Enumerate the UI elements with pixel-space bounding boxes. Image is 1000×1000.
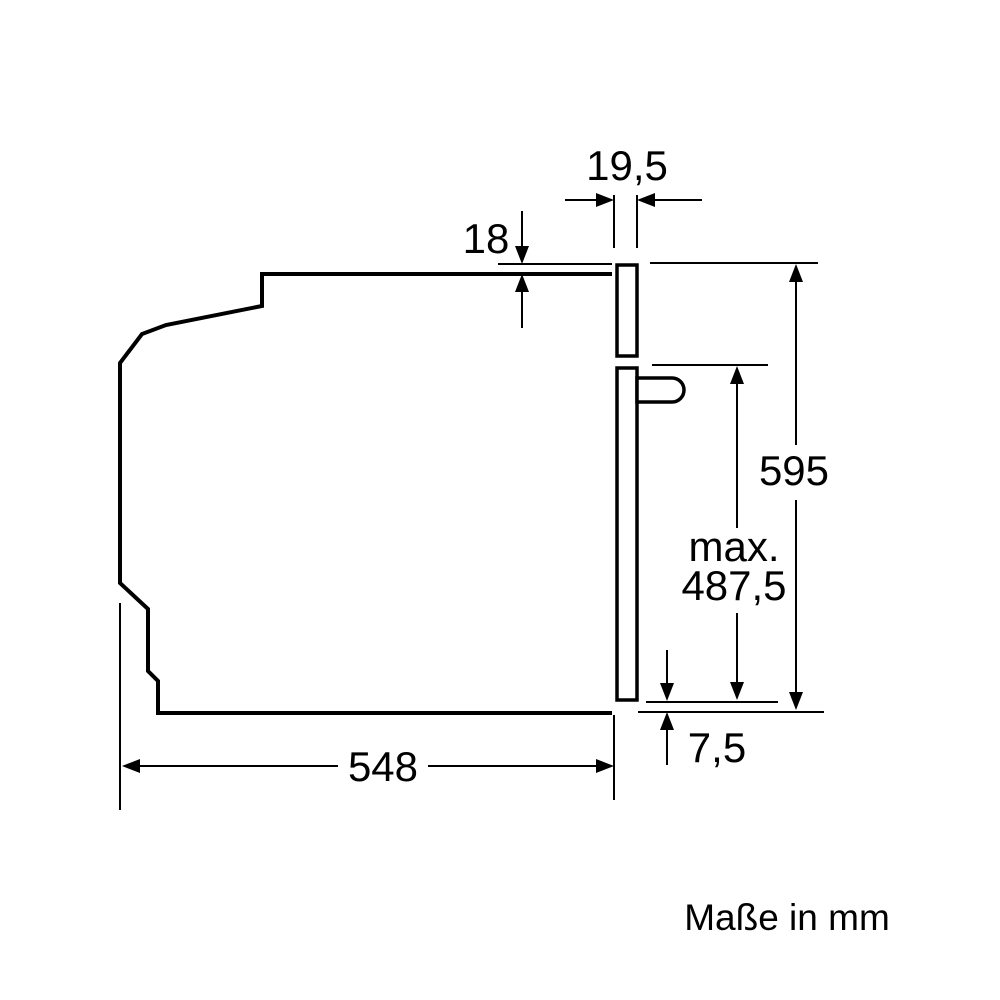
control-panel-strip bbox=[615, 263, 639, 358]
arrow-height-bottom bbox=[789, 692, 803, 710]
front-thickness-label: 19,5 bbox=[586, 142, 668, 189]
arrow-top-offset-down bbox=[515, 246, 529, 264]
arrow-depth-right bbox=[596, 759, 614, 773]
opening-value-label: 487,5 bbox=[681, 562, 786, 609]
oven-body-outline bbox=[118, 272, 612, 715]
arrow-front-right bbox=[637, 193, 655, 207]
arrow-bottom-offset-up bbox=[660, 712, 674, 730]
bottom-offset-label: 7,5 bbox=[688, 724, 746, 771]
arrow-bottom-offset-down bbox=[660, 683, 674, 701]
top-offset-label: 18 bbox=[463, 215, 510, 262]
height-label: 595 bbox=[759, 447, 829, 494]
oven-door-panel bbox=[615, 366, 639, 702]
arrow-front-left bbox=[596, 193, 614, 207]
units-caption: Maße in mm bbox=[684, 897, 890, 938]
opening-prefix-label: max. bbox=[688, 523, 779, 570]
arrow-top-offset-up bbox=[515, 274, 529, 292]
arrow-height-top bbox=[789, 264, 803, 282]
depth-label: 548 bbox=[348, 743, 418, 790]
door-handle bbox=[635, 376, 686, 404]
arrow-opening-top bbox=[730, 366, 744, 384]
arrow-opening-bottom bbox=[730, 682, 744, 700]
arrow-depth-left bbox=[122, 759, 140, 773]
